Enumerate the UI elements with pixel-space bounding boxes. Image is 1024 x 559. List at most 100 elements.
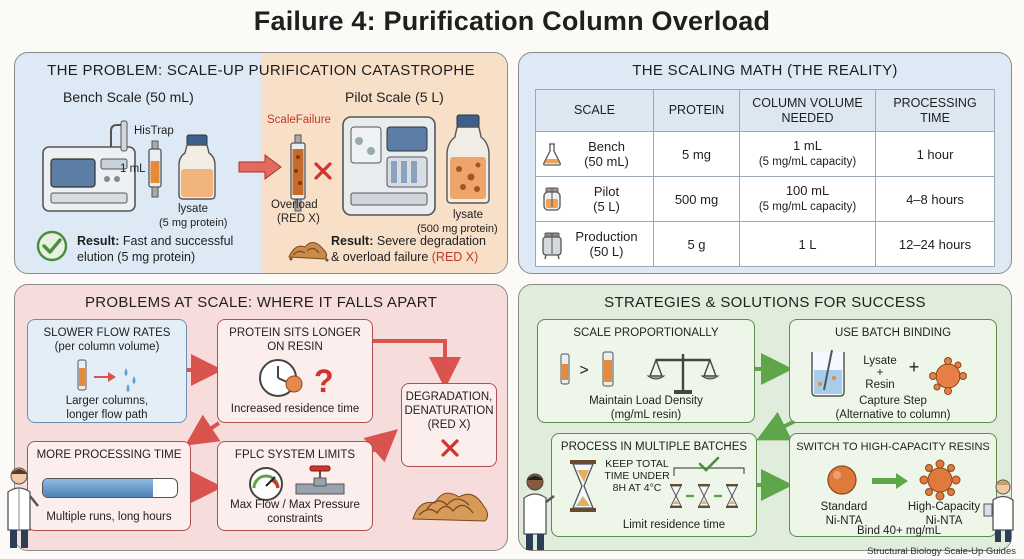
bench-scale-title: Bench Scale (50 mL): [63, 89, 194, 105]
protein-cell: 5 mg: [653, 131, 740, 177]
standard-resin-label2: Ni-NTA: [825, 515, 863, 527]
green-arrow-icon: [872, 473, 908, 489]
batch-binding-body1: Capture Step: [859, 395, 927, 407]
histrap-label: HisTrap: [134, 125, 174, 137]
fplc-limits-title: FPLC SYSTEM LIMITS: [234, 449, 356, 461]
slower-flow-body2: longer flow path: [66, 409, 148, 421]
bench-lysate-label: lysate: [178, 203, 209, 215]
bioreactor-icon: [543, 187, 561, 211]
keep-total-line1: KEEP TOTAL: [605, 458, 669, 470]
pilot-scale-title: Pilot Scale (5 L): [345, 89, 444, 105]
table-row: Pilot(5 L) 500 mg 100 mL(5 mg/mL capacit…: [535, 176, 995, 222]
high-capacity-label1: High-Capacity: [907, 501, 981, 513]
high-capacity-label2: Ni-NTA: [925, 515, 963, 527]
pilot-result-label: Result:: [331, 234, 374, 248]
high-capacity-bead-icon: [919, 459, 961, 501]
histrap-column-icon: [148, 140, 162, 198]
scientist-left-icon: [7, 467, 39, 548]
denatured-protein-pile-icon: [412, 492, 489, 522]
hourglass-icon: [570, 460, 596, 512]
page-title: Failure 4: Purification Column Overload: [253, 6, 771, 36]
scaling-math-panel: THE SCALING MATH (THE REALITY) SCALE PRO…: [518, 52, 1012, 274]
slower-flow-subtitle: (per column volume): [54, 341, 160, 353]
balance-scale-icon: [646, 354, 720, 394]
scale-up-arrow-icon: [238, 154, 282, 180]
problem-panel: THE PROBLEM: SCALE-UP PURIFICATION CATAS…: [14, 52, 508, 274]
medium-column-icon: [602, 351, 614, 387]
protein-cell: 500 mg: [653, 176, 740, 222]
scale-cell-pilot: Pilot(5 L): [535, 176, 654, 222]
degradation-box: DEGRADATION, DENATURATION (RED X): [401, 383, 497, 467]
overload-label: Overload: [271, 199, 318, 211]
time-cell: 12–24 hours: [875, 221, 995, 267]
one-ml-label: 1 mL: [120, 163, 146, 175]
multiple-batches-body: Limit residence time: [622, 519, 726, 531]
high-capacity-bind: Bind 40+ mg/mL: [856, 525, 942, 537]
table-row: Bench(50 mL) 5 mg 1 mL(5 mg/mL capacity)…: [535, 131, 995, 177]
scale-cell-bench: Bench(50 mL): [535, 131, 654, 177]
strategies-heading: STRATEGIES & SOLUTIONS FOR SUCCESS: [604, 294, 926, 311]
scale-proportionally-title: SCALE PROPORTIONALLY: [573, 327, 719, 339]
pressure-gauge-valve-icon: [249, 465, 345, 501]
production-tank-icon: [542, 232, 562, 260]
fplc-limits-body1: Max Flow / Max Pressure: [230, 499, 360, 511]
pilot-lysate-bottle-icon: [446, 114, 490, 204]
batch-plus-2: +: [908, 357, 920, 377]
batch-binding-box: USE BATCH BINDING Lysate + Resin + Captu…: [789, 319, 997, 423]
protein-sits-longer-box: PROTEIN SITS LONGER ON RESIN ? Increased…: [217, 319, 373, 423]
scale-cell-production: Production(50 L): [535, 221, 654, 267]
degraded-protein-pile-icon: [288, 242, 329, 262]
bench-fplc-machine-icon: [42, 120, 136, 212]
more-processing-title: MORE PROCESSING TIME: [36, 449, 182, 461]
clock-question-icon: ?: [259, 359, 334, 399]
degradation-title2: DENATURATION: [404, 405, 494, 417]
problem-heading: THE PROBLEM: SCALE-UP PURIFICATION CATAS…: [47, 62, 475, 79]
slower-flow-rates-box: SLOWER FLOW RATES (per column volume) La…: [27, 319, 187, 423]
volume-cell: 1 mL(5 mg/mL capacity): [739, 131, 876, 177]
multiple-batches-box: PROCESS IN MULTIPLE BATCHES KEEP TOTAL T…: [551, 433, 757, 537]
high-capacity-title: SWITCH TO HIGH-CAPACITY RESINS: [796, 441, 990, 453]
bench-result-label: Result:: [77, 234, 120, 248]
fplc-limits-body2: constraints: [267, 513, 323, 525]
pilot-result-line1: Severe degradation: [376, 234, 486, 248]
keep-total-line2: TIME UNDER: [604, 470, 670, 482]
bench-lysate-sub: (5 mg protein): [159, 217, 228, 229]
bench-result-line2: elution (5 mg protein): [77, 250, 196, 264]
flask-icon: [543, 143, 561, 166]
beaker-icon: [811, 349, 845, 397]
overload-red-label: (RED X): [277, 213, 320, 225]
batch-binding-title: USE BATCH BINDING: [834, 327, 952, 339]
pilot-result-line2: & overload failure: [331, 250, 429, 264]
problems-at-scale-heading: PROBLEMS AT SCALE: WHERE IT FALLS APART: [84, 294, 438, 311]
greater-than-symbol: >: [579, 362, 589, 379]
scientist-right-icon: [983, 479, 1014, 542]
pilot-fplc-machine-icon: [342, 116, 436, 216]
degradation-red: (RED X): [427, 419, 471, 431]
scale-proportionally-box: SCALE PROPORTIONALLY > Maintain Load Den…: [537, 319, 755, 423]
slower-flow-title: SLOWER FLOW RATES: [43, 327, 171, 339]
batch-sequence-icon: [670, 456, 745, 508]
bench-result-line1: Fast and successful: [122, 234, 234, 248]
scale-proportionally-body1: Maintain Load Density: [589, 395, 703, 407]
time-cell: 4–8 hours: [875, 176, 995, 222]
volume-cell: 1 L: [739, 221, 876, 267]
sits-longer-body: Increased residence time: [230, 403, 360, 415]
protein-cell: 5 g: [653, 221, 740, 267]
pilot-lysate-sub: (500 mg protein): [417, 223, 498, 235]
degradation-red-x-icon: [441, 439, 459, 457]
scale-proportionally-body2: (mg/mL resin): [610, 409, 682, 421]
more-processing-time-box: MORE PROCESSING TIME Multiple runs, long…: [27, 441, 191, 531]
batch-binding-body2: (Alternative to column): [835, 409, 951, 421]
column-drip-icon: [77, 359, 136, 392]
footer-credit: Structural Biology Scale-Up Guides: [867, 546, 1016, 557]
overload-red-x-icon: [314, 162, 332, 180]
slower-flow-body1: Larger columns,: [65, 395, 149, 407]
standard-resin-bead-icon: [827, 465, 857, 495]
scientist-center-icon: [523, 473, 555, 550]
batch-lysate-label: Lysate: [863, 355, 897, 367]
pilot-result-red: (RED X): [431, 250, 479, 264]
